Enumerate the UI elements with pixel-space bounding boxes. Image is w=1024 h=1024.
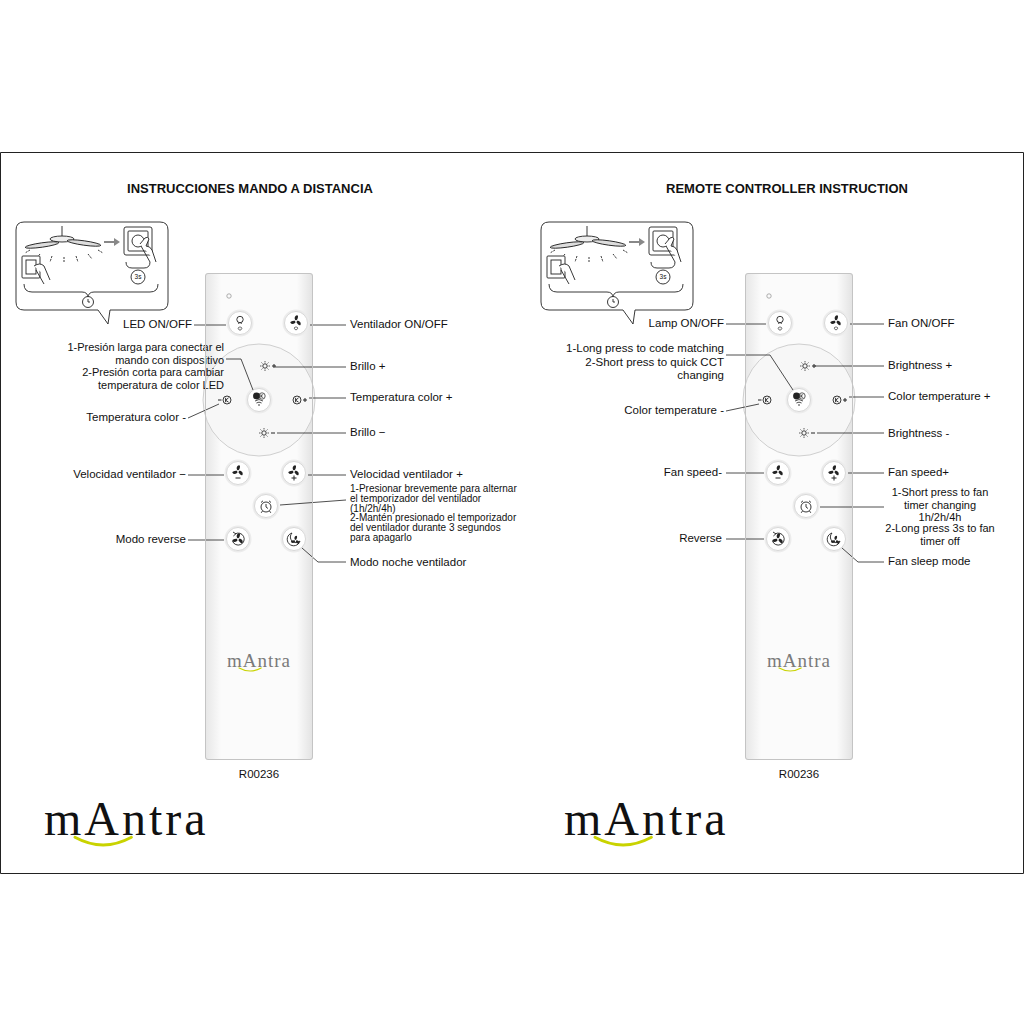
button-label: Temperatura color - — [86, 411, 186, 424]
button-label: Fan sleep mode — [888, 555, 970, 568]
button-note: 2-Long press 3s to fan timer off — [884, 522, 996, 547]
button-label: Brillo − — [350, 426, 385, 439]
model-number: R00236 — [739, 768, 859, 781]
button-label: Modo noche ventilador — [350, 556, 466, 569]
button-label: Fan speed+ — [888, 466, 949, 479]
button-note: 1-Short press to fan timer changing 1h/2… — [884, 486, 996, 524]
button-note: 2-Mantén presionado el temporizador del … — [350, 513, 520, 542]
button-label: Brillo + — [350, 360, 385, 373]
button-label: Velocidad ventilador − — [73, 468, 186, 481]
model-number: R00236 — [199, 768, 319, 781]
button-label: Fan ON/OFF — [888, 317, 954, 330]
button-label: Ventilador ON/OFF — [350, 318, 448, 331]
leader-lines — [188, 324, 884, 562]
brand-logo: mAntra — [564, 792, 729, 846]
button-label: Color temperature + — [888, 390, 991, 403]
button-label: Temperatura color + — [350, 391, 453, 404]
button-label: Brightness - — [888, 427, 949, 440]
button-note: 2-Short press to quick CCT changing — [564, 356, 724, 382]
brand-logo: mAntra — [44, 792, 209, 846]
button-label: Reverse — [679, 532, 722, 545]
button-label: Brightness + — [888, 359, 952, 372]
button-label: 1-Long press to code matching — [566, 342, 724, 355]
remote-control: mAntra — [205, 273, 313, 760]
remote-logo: mAntra — [746, 650, 852, 672]
panel-title: REMOTE CONTROLLER INSTRUCTION — [587, 181, 987, 196]
button-label: Modo reverse — [116, 533, 186, 546]
button-label: Lamp ON/OFF — [649, 317, 724, 330]
panel-title: INSTRUCCIONES MANDO A DISTANCIA — [50, 181, 450, 196]
remote-logo: mAntra — [206, 650, 312, 672]
timer-mark: 3s — [653, 272, 673, 281]
button-note: 1-Presión larga para conectar el mando c… — [52, 341, 224, 366]
button-label: Color temperature - — [624, 404, 724, 417]
button-label: Velocidad ventilador + — [350, 468, 463, 481]
button-label: LED ON/OFF — [123, 318, 192, 331]
remote-control: mAntra — [745, 273, 853, 760]
button-note: 2-Presión corta para cambiar temperatura… — [52, 366, 224, 391]
button-label: Fan speed- — [664, 466, 722, 479]
timer-mark: 3s — [128, 272, 148, 281]
button-note: 1-Presionar brevemente para alternar el … — [350, 484, 520, 513]
